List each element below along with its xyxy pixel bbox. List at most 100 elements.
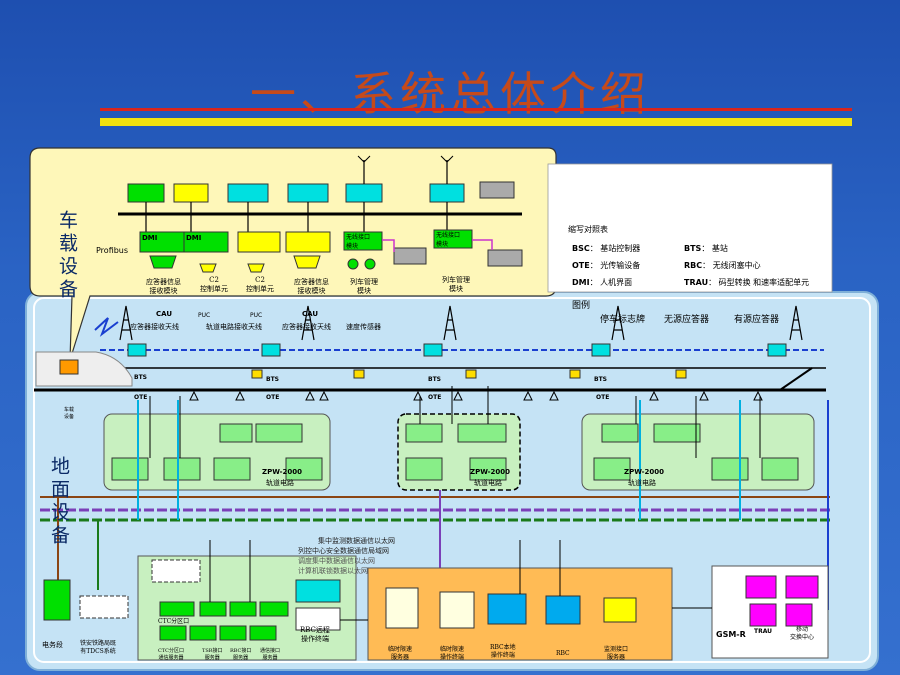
profibus-label: Profibus	[96, 246, 129, 255]
ote-label-4: OTE	[596, 394, 610, 401]
module-c2-1	[237, 231, 281, 253]
station-label-1: ZPW-2000	[262, 468, 303, 476]
sensor-circle-1	[347, 258, 359, 270]
passive-balise-label: 无源应答器	[664, 315, 710, 325]
ground-panel-inner	[33, 297, 871, 663]
module-yellow-1	[173, 183, 209, 203]
dmi-label-2: DMI	[186, 234, 202, 242]
legend-desc-bts: 基站	[711, 244, 728, 253]
bus-label-4: 计算机联锁数据以太网	[298, 567, 368, 575]
module-gray-2	[393, 247, 427, 265]
rbc-remote-label: RBC远程 操作终端	[300, 626, 330, 643]
title-red-underline	[100, 108, 852, 111]
cau-label-2: CAU	[302, 310, 319, 318]
connector-shape-3	[247, 263, 265, 273]
control-label-4: RBC	[556, 650, 570, 657]
module-radio-2	[433, 229, 473, 249]
station-sub-2: 轨道电路	[474, 479, 502, 487]
control-label-3: RBC本地 操作终端	[490, 644, 516, 659]
onboard-module-label-6: 列车管理 模块	[442, 276, 470, 293]
bts-label-2: BTS	[266, 376, 279, 383]
center-label-3: RBC接口 服务器	[230, 648, 252, 661]
ground-label: 地面设备	[48, 456, 70, 548]
station-label-2: ZPW-2000	[470, 468, 511, 476]
onboard-module-label-2: C2 控制单元	[200, 276, 228, 293]
power-box	[43, 579, 71, 621]
dmi-label-1: DMI	[142, 234, 158, 242]
power-label: 电务段	[42, 641, 63, 649]
bts-tower-icon-4	[611, 305, 625, 341]
legend-desc-ote: 光传输设备	[600, 261, 641, 270]
bts-label-1: BTS	[134, 374, 147, 381]
legend-panel	[547, 163, 833, 293]
antenna-label-3: 应答器接收天线	[282, 323, 331, 331]
legend-abbr-rbc: RBC	[684, 261, 703, 270]
module-gray-1	[479, 181, 515, 199]
rbc-remote-box	[295, 607, 341, 631]
cau-label-1: CAU	[156, 310, 173, 318]
antenna-label-2: 轨道电路接收天线	[206, 323, 262, 331]
bts-label-4: BTS	[594, 376, 607, 383]
ote-label-3: OTE	[428, 394, 442, 401]
rbc-remote-top	[295, 579, 341, 603]
control-label-2: 临时限速 操作终端	[440, 646, 465, 661]
rbc-box	[545, 595, 581, 625]
sensor-circle-2	[364, 258, 376, 270]
tdcs-label: 铁安铁路局既 有TDCS系统	[80, 640, 117, 655]
station-sub-3: 轨道电路	[628, 479, 656, 487]
vehicle-label: 车载 设备	[64, 407, 75, 420]
tsr-server-box	[385, 587, 419, 629]
legend-figure-label: 图例	[572, 301, 591, 311]
center-label-2: TSR接口 服务器	[202, 648, 223, 661]
monitor-box	[603, 597, 637, 623]
center-dashed-box	[151, 559, 201, 583]
onboard-module-label-4: 应答器信息 接收模块	[294, 278, 329, 295]
module-radio-1	[343, 231, 383, 251]
stop-sign-label: 停车标志牌	[600, 315, 646, 325]
active-balise-label: 有源应答器	[734, 315, 780, 325]
legend-abbr-ote: OTE	[572, 261, 590, 270]
trau-label: TRAU	[754, 628, 773, 635]
legend-desc-bsc: 基站控制器	[600, 244, 641, 253]
connector-shape-1	[149, 255, 177, 269]
legend-abbr-bsc: BSC	[572, 244, 590, 253]
legend-abbr-trau: TRAU	[684, 278, 709, 287]
connector-shape-4	[293, 255, 321, 269]
onboard-module-label-3: C2 控制单元	[246, 276, 274, 293]
msc-label: 移动 交换中心	[790, 626, 815, 641]
antenna-icon-2	[440, 155, 454, 163]
vehicle-equipment-box	[59, 359, 79, 375]
legend-abbr-bts: BTS	[684, 244, 702, 253]
onboard-module-label-5: 列车管理 模块	[350, 278, 378, 295]
onboard-module-label-1: 应答器信息 接收模块	[146, 278, 181, 295]
legend-header: 缩写对照表	[568, 225, 608, 234]
module-cyan-4	[429, 183, 465, 203]
module-c2-2	[285, 231, 331, 253]
puc-label-2: PUC	[250, 312, 263, 319]
bus-label-2: 列控中心安全数据通信局域网	[298, 547, 389, 555]
legend-desc-rbc: 无线闭塞中心	[712, 261, 761, 270]
bts-tower-icon-5	[789, 305, 803, 341]
puc-label-1: PUC	[198, 312, 211, 319]
legend-abbr-dmi: DMI	[572, 278, 590, 287]
module-cyan-1	[227, 183, 269, 203]
legend-desc-dmi: 人机界面	[600, 278, 633, 287]
module-gray-3	[487, 249, 523, 267]
gsmr-label: GSM-R	[716, 630, 746, 639]
title-yellow-bar	[100, 118, 852, 126]
module-cyan-2	[287, 183, 329, 203]
tdcs-center-label: CTC分区口	[158, 618, 190, 625]
radio-module-label-2: 无线接口 模块	[436, 232, 461, 248]
bts-tower-icon-1	[119, 305, 133, 341]
tsr-terminal-box	[439, 591, 475, 629]
station-label-3: ZPW-2000	[624, 468, 665, 476]
ote-label-1: OTE	[134, 394, 148, 401]
module-green-1	[127, 183, 165, 203]
bts-label-3: BTS	[428, 376, 441, 383]
center-label-4: 通信接口 服务器	[260, 648, 281, 661]
legend-desc-trau: 码型转换 和速率适配单元	[718, 278, 810, 287]
page-title: 一、系统总体介绍	[250, 67, 650, 121]
onboard-label: 车载设备	[56, 210, 78, 302]
bus-label-3: 调度集中数据通信以太网	[298, 557, 375, 565]
